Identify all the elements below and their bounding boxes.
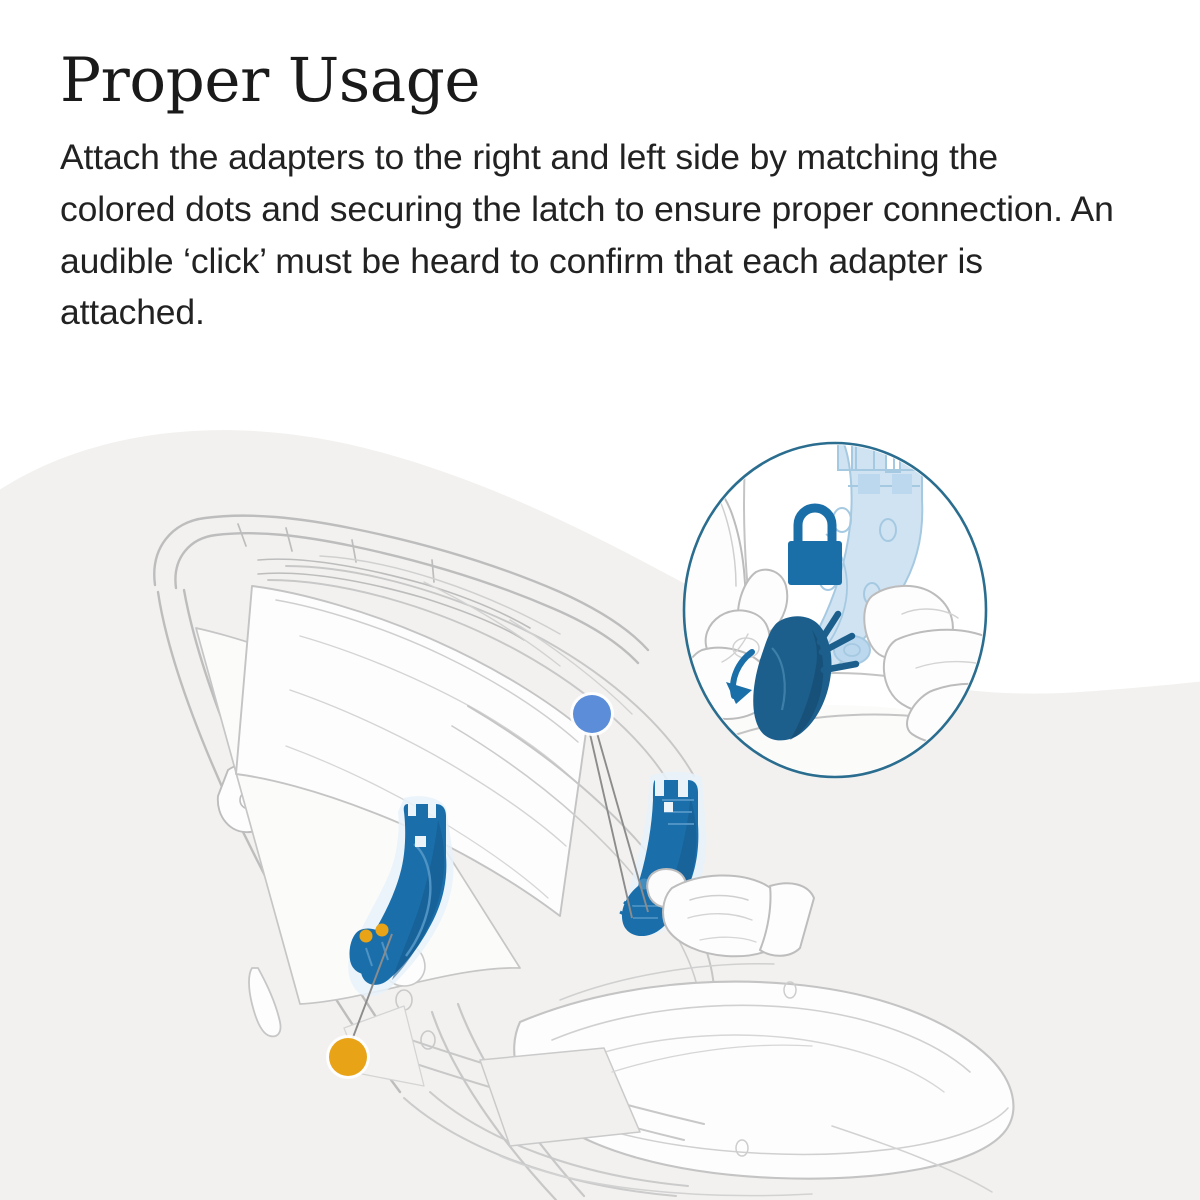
padlock-icon: [788, 503, 842, 585]
rotate-arrow-icon: [726, 649, 755, 704]
latch-piece: [753, 616, 832, 741]
adapter-dot-upper: [359, 929, 373, 943]
click-motion-lines: [816, 610, 860, 674]
hand-right: [646, 868, 815, 958]
instruction-paragraph: Attach the adapters to the right and lef…: [60, 136, 1114, 333]
leader-lines: [351, 732, 649, 1041]
soft-gray-backdrop: [0, 430, 1200, 1200]
left-adapter: [348, 796, 454, 997]
text-block: Proper Usage Attach the adapters to the …: [60, 48, 1120, 339]
right-adapter: [619, 771, 707, 937]
blue-alignment-dot: [570, 692, 614, 736]
adapter-dot-lower: [375, 923, 389, 937]
inset-hand-right: [863, 584, 984, 749]
latch-detail-inset: [682, 441, 988, 779]
adapter-ghost: [813, 445, 924, 670]
page-title: Proper Usage: [60, 45, 481, 116]
inset-hand-left: [686, 467, 789, 720]
orange-alignment-dot: [326, 1035, 370, 1079]
stroller-line-art: [153, 514, 1015, 1200]
inset-frame-lines: [699, 445, 947, 743]
